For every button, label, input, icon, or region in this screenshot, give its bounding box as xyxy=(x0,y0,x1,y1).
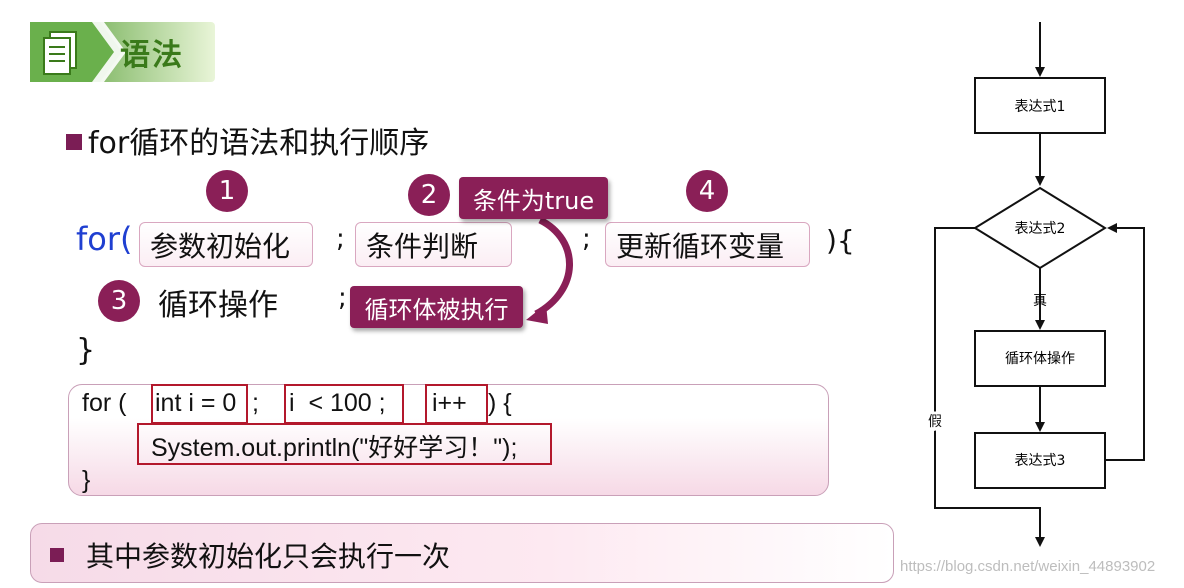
loop-operation: 循环操作 xyxy=(158,288,278,323)
step-badge-3: 3 xyxy=(98,280,140,322)
flow-label-expr3: 表达式3 xyxy=(1015,453,1066,469)
section-badge xyxy=(30,22,215,82)
section-title: 语法 xyxy=(120,38,184,73)
step-badge-4: 4 xyxy=(686,170,728,212)
note-banner xyxy=(30,523,894,583)
flow-label-expr1: 表达式1 xyxy=(1015,99,1066,115)
code-line1-end: ) { xyxy=(488,389,512,417)
flow-arrow-false xyxy=(934,227,1045,547)
flow-arrow-loop xyxy=(1105,223,1145,461)
code-init: int i = 0 xyxy=(155,389,237,417)
note-text: 其中参数初始化只会执行一次 xyxy=(86,540,451,573)
body-highlight-box xyxy=(137,423,552,465)
step-badge-1: 1 xyxy=(206,170,248,212)
code-inc: i++ xyxy=(432,389,467,417)
bullet-square-icon xyxy=(50,548,64,562)
flow-label-true: 真 xyxy=(1033,293,1047,309)
curved-arrow-icon xyxy=(526,216,573,324)
flowchart: 表达式1 表达式2 真 循环体操作 表达式3 假 xyxy=(925,22,1145,547)
for-keyword: for( xyxy=(76,220,133,258)
watermark: https://blog.csdn.net/weixin_44893902 xyxy=(900,558,1156,575)
bullet-square-icon xyxy=(66,134,82,150)
heading-text: for循环的语法和执行顺序 xyxy=(88,126,430,161)
param-init-box: 参数初始化 xyxy=(139,222,313,267)
close-brace: } xyxy=(76,333,96,368)
close-paren-brace: ){ xyxy=(826,224,855,257)
flow-box-expr1 xyxy=(974,77,1106,134)
code-sep: ; xyxy=(252,389,259,417)
flow-label-body: 循环体操作 xyxy=(1005,351,1075,367)
flow-box-expr3 xyxy=(974,432,1106,489)
flow-label-expr2: 表达式2 xyxy=(1015,221,1066,237)
code-example-box xyxy=(68,384,829,496)
flow-label-false: 假 xyxy=(928,414,942,430)
code-cond: i < 100 ; xyxy=(289,389,386,417)
semicolon-2: ; xyxy=(582,224,591,254)
condition-box: 条件判断 xyxy=(355,222,512,267)
callout-condition-true: 条件为true xyxy=(459,177,608,219)
semicolon-1: ; xyxy=(336,224,345,254)
step-badge-2: 2 xyxy=(408,174,450,216)
update-box: 更新循环变量 xyxy=(605,222,810,267)
page-heading: for循环的语法和执行顺序 xyxy=(66,118,429,162)
code-close: } xyxy=(82,466,91,494)
code-body: System.out.println("好好学习！"); xyxy=(151,434,518,462)
semicolon-3: ; xyxy=(338,283,347,313)
callout-body-executed: 循环体被执行 xyxy=(350,286,523,328)
code-for: for ( xyxy=(82,389,127,417)
note: 其中参数初始化只会执行一次 xyxy=(50,535,450,575)
document-icon xyxy=(43,31,77,75)
